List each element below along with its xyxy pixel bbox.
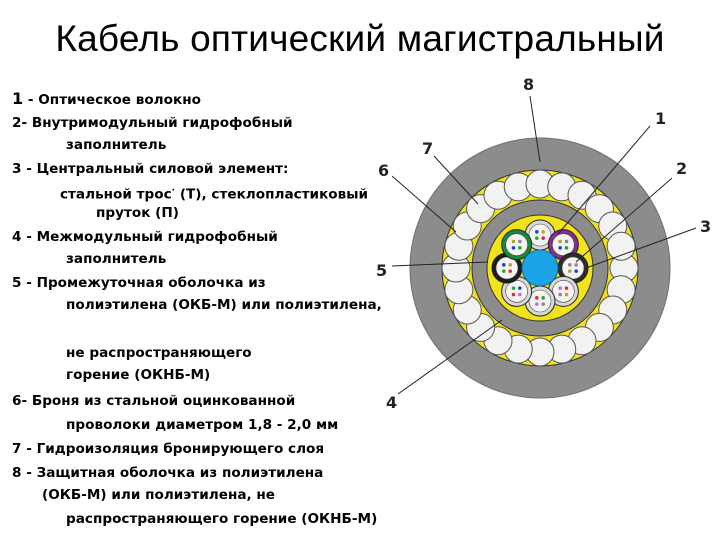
optical-fiber xyxy=(568,263,572,267)
legend-text: проволоки диаметром 1,8 - 2,0 мм xyxy=(66,417,339,433)
legend-item-l8: 8 - Защитная оболочка из полиэтилена xyxy=(12,464,323,482)
optical-fiber xyxy=(574,269,578,273)
leader-line-3 xyxy=(585,227,697,269)
leader-line-6 xyxy=(391,175,457,233)
module-top-right-gel xyxy=(552,233,575,256)
armor-wire xyxy=(606,231,636,261)
optical-fiber xyxy=(564,246,569,250)
legend-text: · xyxy=(171,186,176,196)
optical-fiber xyxy=(568,269,572,273)
optical-fiber xyxy=(508,263,512,267)
module-bottom-gel xyxy=(528,289,552,313)
legend-text: пруток (П) xyxy=(96,205,179,221)
legend-item-l5c: не распространяющего xyxy=(66,344,252,362)
legend-text: горение (ОКНБ-М) xyxy=(66,367,211,383)
legend-item-l6b: проволоки диаметром 1,8 - 2,0 мм xyxy=(66,416,338,434)
legend-text: 8 - Защитная оболочка из полиэтилена xyxy=(12,465,324,481)
optical-fiber xyxy=(518,239,522,244)
callout-label-4: 4 xyxy=(386,393,397,412)
optical-fiber xyxy=(564,286,569,290)
callout-label-8: 8 xyxy=(523,75,534,94)
legend-item-l6: 6- Броня из стальной оцинкованной xyxy=(12,392,295,410)
legend-item-l3c: пруток (П) xyxy=(96,204,179,222)
central-strength-member xyxy=(521,249,559,287)
callout-label-3: 3 xyxy=(700,217,711,236)
module-right-gel xyxy=(561,256,585,280)
legend-text: - Оптическое волокно xyxy=(23,92,201,108)
leader-line-2 xyxy=(575,177,673,263)
module-bottom-left-gel xyxy=(505,280,528,303)
legend-item-l3: 3 - Центральный силовой элемент: xyxy=(12,160,288,178)
legend-item-l8b: (ОКБ-М) или полиэтилена, не xyxy=(42,486,275,504)
legend-item-l5: 5 - Промежуточная оболочка из xyxy=(12,274,266,292)
legend-item-l5b: полиэтилена (ОКБ-М) или полиэтилена, xyxy=(66,296,382,314)
leader-line-4 xyxy=(397,319,503,395)
legend-text: 4 - Межмодульный гидрофобный xyxy=(12,229,278,245)
optical-fiber xyxy=(558,239,562,244)
optical-fiber xyxy=(511,239,516,244)
callout-label-7: 7 xyxy=(422,139,433,158)
optical-fiber xyxy=(564,239,569,244)
optical-fiber xyxy=(518,292,522,297)
legend-text: (Т), стеклопластиковый xyxy=(175,186,369,203)
leader-line-7 xyxy=(433,155,479,205)
callout-label-6: 6 xyxy=(378,161,389,180)
leader-line-1 xyxy=(557,125,651,235)
legend-text: 3 - Центральный силовой элемент: xyxy=(12,161,289,177)
optical-fiber xyxy=(574,263,578,267)
module-top-left-gel xyxy=(505,233,528,256)
legend-text: заполнитель xyxy=(66,251,167,267)
optical-fiber xyxy=(558,286,562,290)
optical-fiber xyxy=(564,292,569,297)
optical-fiber xyxy=(535,302,539,306)
optical-fiber xyxy=(541,236,545,240)
callout-label-1: 1 xyxy=(655,109,666,128)
legend-text: 6- Броня из стальной оцинкованной xyxy=(12,393,296,409)
legend-text: 7 - Гидроизоляция бронирующего слоя xyxy=(12,441,325,457)
legend-item-l2: 2- Внутримодульный гидрофобный xyxy=(12,114,293,132)
legend-item-l2b: заполнитель xyxy=(66,136,166,154)
page-title: Кабель оптический магистральный xyxy=(55,18,665,59)
legend-text: полиэтилена (ОКБ-М) или полиэтилена, xyxy=(66,297,382,313)
optical-fiber xyxy=(535,230,539,234)
optical-fiber xyxy=(511,286,516,290)
optical-fiber xyxy=(558,292,562,297)
optical-fiber xyxy=(558,246,562,250)
optical-fiber xyxy=(508,269,512,273)
legend-text: не распространяющего xyxy=(66,345,252,361)
legend-item-l5d: горение (ОКНБ-М) xyxy=(66,366,210,384)
optical-fiber xyxy=(541,230,545,234)
optical-fiber xyxy=(511,292,516,297)
optical-fiber xyxy=(511,246,516,250)
optical-fiber xyxy=(502,269,506,273)
legend-item-l4: 4 - Межмодульный гидрофобный xyxy=(12,228,278,246)
callout-label-2: 2 xyxy=(676,159,687,178)
optical-fiber xyxy=(502,263,506,267)
module-bottom-right-gel xyxy=(552,280,575,303)
module-top-gel xyxy=(528,223,552,247)
leader-line-8 xyxy=(529,95,541,163)
legend-text: 5 - Промежуточная оболочка из xyxy=(12,275,266,291)
optical-fiber xyxy=(541,302,545,306)
legend-item-l3b: стальной трос· (Т), стеклопластиковый xyxy=(60,182,368,204)
optical-fiber xyxy=(541,296,545,300)
legend-item-l7: 7 - Гидроизоляция бронирующего слоя xyxy=(12,440,324,458)
legend-text: (ОКБ-М) или полиэтилена, не xyxy=(42,487,276,503)
optical-fiber xyxy=(535,296,539,300)
optical-fiber xyxy=(518,286,522,290)
legend-text: 1 xyxy=(12,89,24,108)
legend-item-l1: 1 - Оптическое волокно xyxy=(12,90,201,109)
legend-item-l8c: распространяющего горение (ОКНБ-М) xyxy=(66,510,377,528)
legend-text: распространяющего горение (ОКНБ-М) xyxy=(66,511,378,527)
leader-line-5 xyxy=(391,261,489,267)
legend-text: заполнитель xyxy=(66,137,167,153)
optical-fiber xyxy=(535,236,539,240)
optical-fiber xyxy=(518,246,522,250)
legend-item-l4b: заполнитель xyxy=(66,250,166,268)
legend-text: стальной трос xyxy=(60,186,172,203)
callout-label-5: 5 xyxy=(376,261,387,280)
legend-text: 2- Внутримодульный гидрофобный xyxy=(12,115,293,131)
module-left-gel xyxy=(495,256,519,280)
